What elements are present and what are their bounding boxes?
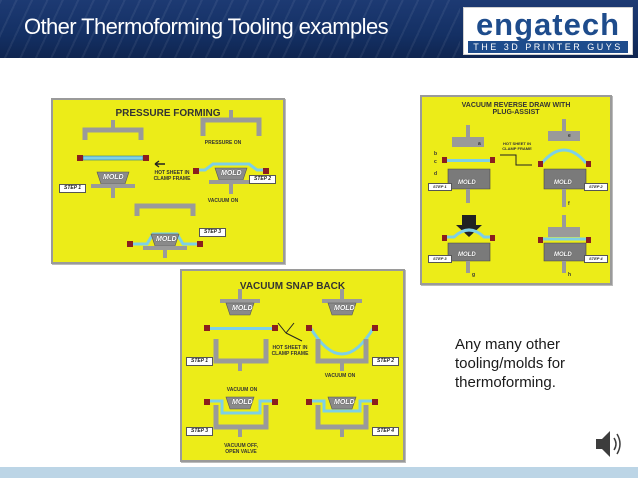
letter-e: e (568, 133, 571, 139)
vacuum-reverse-draw-diagram: VACUUM REVERSE DRAW WITH PLUG-ASSIST HOT… (420, 95, 612, 285)
vacuum-reverse-draw-drawing (442, 119, 591, 273)
reverse-draw-step-3: STEP 3 (428, 255, 452, 263)
letter-f: f (568, 201, 570, 207)
vacuum-snap-back-drawing (204, 289, 378, 437)
hot-sheet-label: HOT SHEET IN CLAMP FRAME (153, 170, 191, 182)
pressure-forming-drawing (77, 110, 269, 258)
step-1-tag: STEP 1 (59, 184, 87, 193)
pressure-forming-title: PRESSURE FORMING (115, 108, 221, 119)
snap-back-vacuum-off: VACUUM OFF, OPEN VALVE (224, 443, 258, 455)
snap-back-hot-sheet-label: HOT SHEET IN CLAMP FRAME (271, 345, 309, 357)
slide-footer-bar (0, 467, 638, 478)
snap-back-mold-1: MOLD (232, 305, 253, 312)
reverse-draw-hot-sheet-label: HOT SHEET IN CLAMP FRAME (502, 141, 532, 151)
speaker-icon[interactable] (594, 426, 624, 462)
mold-label-3: MOLD (156, 236, 177, 243)
reverse-draw-step-4: STEP 4 (584, 255, 608, 263)
mold-label-2: MOLD (221, 170, 242, 177)
snap-back-mold-2: MOLD (334, 305, 355, 312)
logo-brand: engatech (475, 7, 621, 42)
letter-c: c (434, 159, 437, 165)
pressure-on-label: PRESSURE ON (204, 140, 242, 146)
snap-back-vacuum-on-right: VACUUM ON (324, 373, 356, 379)
letter-a: a (478, 141, 481, 147)
reverse-draw-mold-3: MOLD (458, 252, 476, 258)
snap-back-step-4: STEP 4 (372, 427, 400, 436)
reverse-draw-mold-4: MOLD (554, 252, 572, 258)
letter-g: g (472, 272, 476, 278)
reverse-draw-step-2: STEP 2 (584, 183, 608, 191)
snap-back-vacuum-on-top: VACUUM ON (226, 387, 258, 393)
vacuum-snap-back-diagram: VACUUM SNAP BACK HOT SHEET IN CLAMP FRAM… (180, 269, 405, 462)
pressure-forming-diagram: PRESSURE FORMING PRESSURE ON HOT SHEET I… (51, 98, 285, 264)
vacuum-on-label: VACUUM ON (207, 198, 239, 204)
logo-tagline: THE 3D PRINTER GUYS (468, 41, 628, 53)
snap-back-mold-4: MOLD (334, 399, 355, 406)
snap-back-title: VACUUM SNAP BACK (239, 281, 346, 292)
header-texture (0, 0, 460, 58)
snap-back-step-1: STEP 1 (186, 357, 214, 366)
reverse-draw-step-1: STEP 1 (428, 183, 452, 191)
slide-title: Other Thermoforming Tooling examples (24, 14, 389, 39)
letter-d: d (434, 171, 438, 177)
slide-note: Any many other tooling/molds for thermof… (455, 336, 566, 391)
step-3-tag: STEP 3 (199, 228, 227, 237)
letter-h: h (568, 272, 572, 278)
reverse-draw-title: VACUUM REVERSE DRAW WITH PLUG-ASSIST (461, 102, 571, 116)
snap-back-step-2: STEP 2 (372, 357, 400, 366)
mold-label-1: MOLD (103, 174, 124, 181)
reverse-draw-mold-1: MOLD (458, 180, 476, 186)
snap-back-step-3: STEP 3 (186, 427, 214, 436)
snap-back-mold-3: MOLD (232, 399, 253, 406)
slide-header: Other Thermoforming Tooling examples eng… (0, 0, 638, 58)
engatech-logo: engatech THE 3D PRINTER GUYS (463, 7, 633, 55)
letter-b: b (434, 151, 438, 157)
reverse-draw-mold-2: MOLD (554, 180, 572, 186)
step-2-tag: STEP 2 (249, 175, 277, 184)
